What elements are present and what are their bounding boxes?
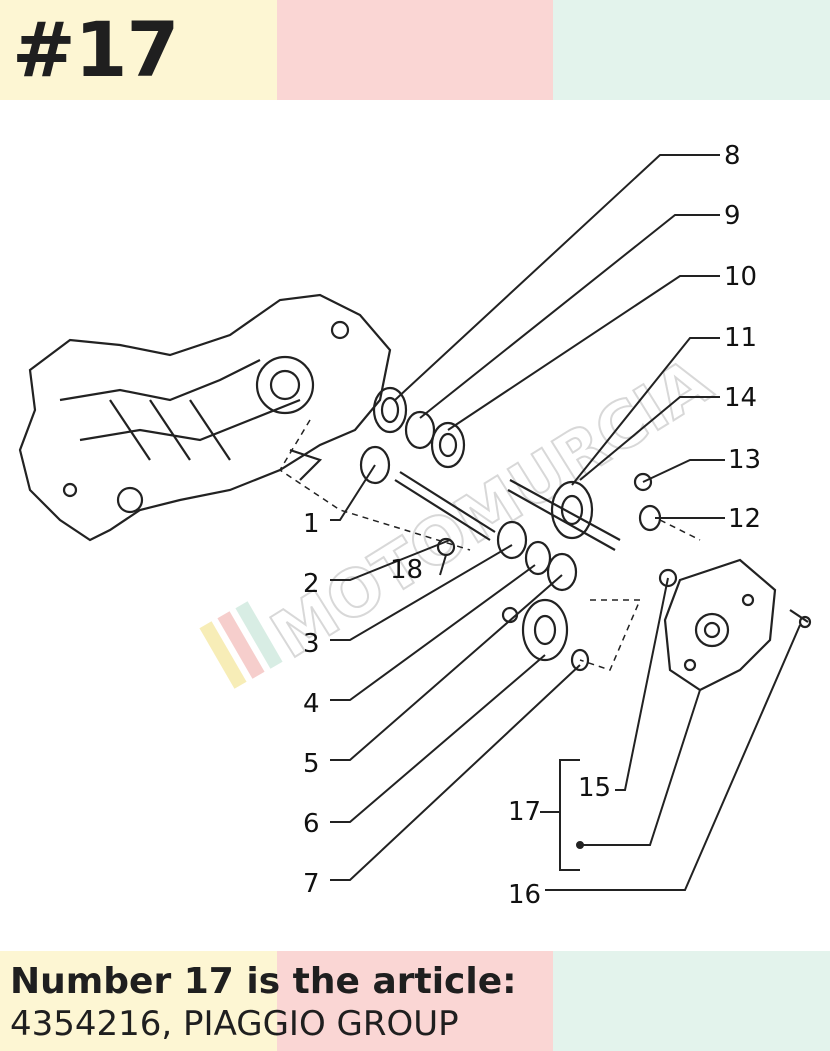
exploded-parts-diagram: MOTOMURCIA [0, 100, 830, 951]
footer-band-mint [553, 951, 830, 1051]
article-number-and-brand: 4354216, PIAGGIO GROUP [10, 1004, 459, 1044]
callout-4: 4 [303, 689, 320, 719]
callout-5: 5 [303, 749, 320, 779]
header-band-mint [553, 0, 830, 100]
part-number-title: #17 [12, 5, 179, 94]
callout-16: 16 [508, 880, 541, 910]
callout-1: 1 [303, 509, 320, 539]
article-info: Number 17 is the article: 4354216, PIAGG… [10, 960, 820, 1044]
callout-8: 8 [724, 141, 741, 171]
callout-11: 11 [724, 323, 757, 353]
header-band-pink [276, 0, 554, 100]
callout-12: 12 [728, 504, 761, 534]
callout-3: 3 [303, 629, 320, 659]
crankcase-drawing [18, 293, 392, 542]
callout-18: 18 [390, 555, 423, 585]
callout-9: 9 [724, 201, 741, 231]
callout-13: 13 [728, 445, 761, 475]
gear-shaft-assembly [359, 386, 662, 672]
footer-band-yellow [0, 951, 277, 1051]
callout-2: 2 [303, 569, 320, 599]
leader-lines [330, 154, 801, 891]
footer-color-band [0, 951, 830, 1051]
callout-6: 6 [303, 809, 320, 839]
callout-14: 14 [724, 383, 757, 413]
callout-15: 15 [578, 773, 611, 803]
callout-7: 7 [303, 869, 320, 899]
footer-band-pink [276, 951, 554, 1051]
callout-17: 17 [508, 797, 541, 827]
dashed-guide-lines [278, 419, 701, 671]
header-band-yellow [0, 0, 277, 100]
cover-assembly-drawing [658, 558, 812, 692]
header-color-band [0, 0, 830, 100]
article-heading: Number 17 is the article: [10, 961, 517, 1002]
watermark-text: MOTOMURCIA [259, 345, 724, 674]
callout-10: 10 [724, 262, 757, 292]
callout-labels: 1 2 3 4 5 6 7 8 9 10 11 12 13 14 15 16 1… [303, 141, 761, 910]
